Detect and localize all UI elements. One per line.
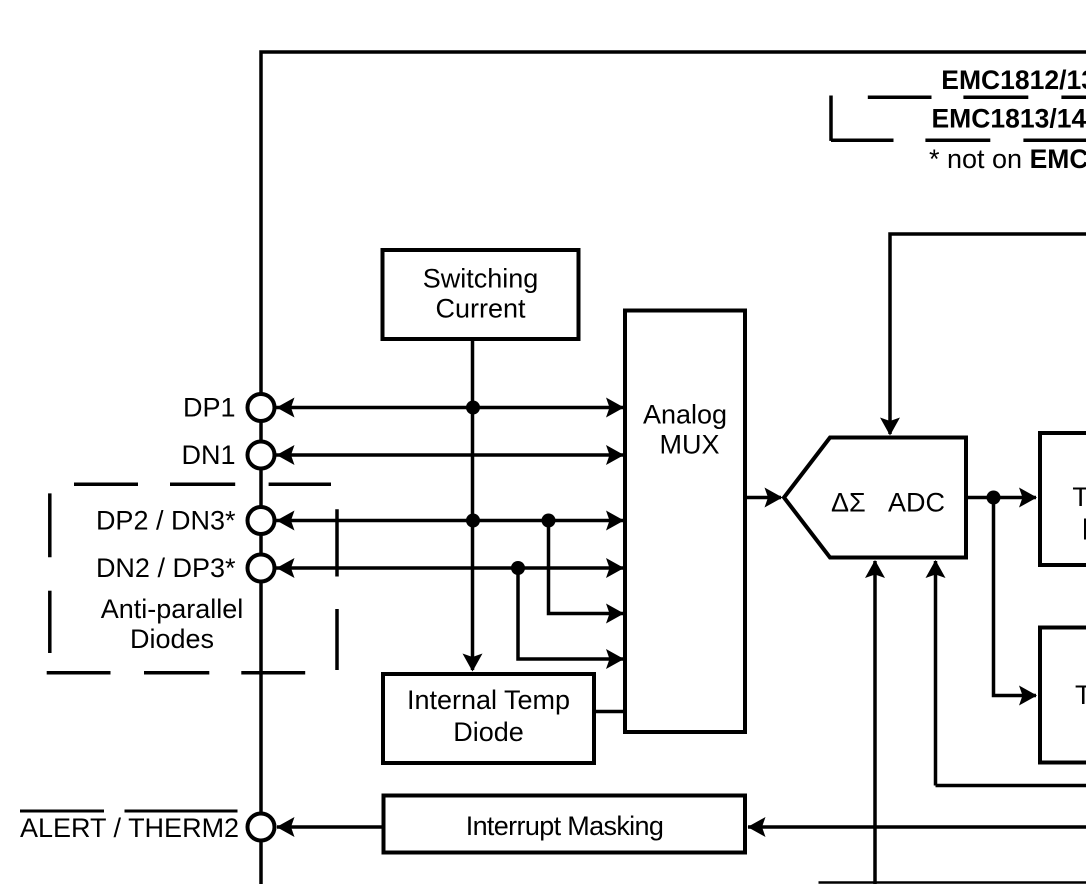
svg-text:DP2 / DN3*: DP2 / DN3* (96, 506, 236, 536)
svg-text:Analog: Analog (643, 400, 727, 430)
svg-text:ΔΣ: ΔΣ (831, 488, 866, 518)
svg-text:ADC: ADC (888, 488, 945, 518)
svg-text:MUX: MUX (660, 430, 720, 460)
svg-text:Temp: Temp (1072, 482, 1086, 512)
svg-text:* not on EMC1833: * not on EMC1833 (929, 144, 1086, 174)
svg-text:EMC1812/13: EMC1812/13 (941, 65, 1086, 95)
svg-text:Internal Temp: Internal Temp (407, 685, 570, 715)
svg-text:Anti-parallel: Anti-parallel (101, 594, 244, 624)
svg-text:Diodes: Diodes (130, 624, 214, 654)
svg-text:Interrupt Masking: Interrupt Masking (466, 811, 664, 841)
svg-text:DP1: DP1 (183, 393, 236, 423)
svg-text:DN1: DN1 (181, 440, 235, 470)
svg-text:DN2 / DP3*: DN2 / DP3* (96, 553, 236, 583)
svg-text:EMC1813/14: EMC1813/14 (932, 104, 1086, 134)
svg-text:Switching: Switching (423, 264, 539, 294)
svg-text:Diode: Diode (453, 717, 524, 747)
svg-text:Temp: Temp (1075, 680, 1086, 710)
svg-text:Current: Current (435, 294, 526, 324)
svg-text:ALERT / THERM2: ALERT / THERM2 (20, 813, 239, 843)
